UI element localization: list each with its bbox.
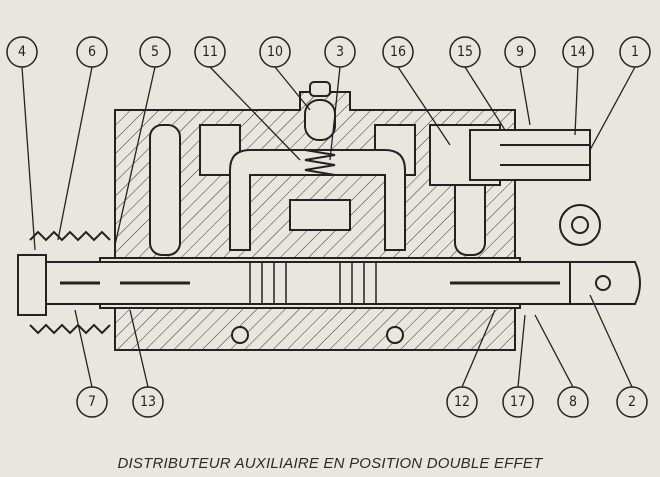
callout-label: 8 (569, 394, 577, 410)
callout-label: 2 (628, 394, 636, 410)
callout-circle (616, 386, 648, 418)
callout-label: 6 (88, 44, 96, 60)
callout-label: 16 (390, 44, 406, 60)
callout-label: 4 (18, 44, 26, 60)
callouts-bottom (76, 386, 648, 418)
callout-circle (6, 36, 38, 68)
callouts-top (6, 36, 651, 68)
callout-labels: 4 6 5 11 10 3 16 15 9 14 1 7 13 12 17 8 … (18, 44, 639, 410)
callout-circle (139, 36, 171, 68)
callout-label: 7 (88, 394, 96, 410)
callout-circle (194, 36, 226, 68)
callout-circle (259, 36, 291, 68)
callout-label: 13 (140, 394, 156, 410)
callout-label: 9 (516, 44, 524, 60)
figure-caption: DISTRIBUTEUR AUXILIAIRE EN POSITION DOUB… (117, 455, 543, 472)
callout-circle (557, 386, 589, 418)
callout-circle (76, 386, 108, 418)
callout-label: 14 (570, 44, 586, 60)
callout-circle (449, 36, 481, 68)
callout-circle (504, 36, 536, 68)
callout-label: 15 (457, 44, 473, 60)
valve-body (17, 81, 641, 351)
callout-circle (382, 36, 414, 68)
callout-label: 12 (454, 394, 470, 410)
callout-label: 10 (267, 44, 283, 60)
callout-circle (619, 36, 651, 68)
callout-circle (562, 36, 594, 68)
callout-label: 3 (336, 44, 344, 60)
callout-label: 1 (631, 44, 639, 60)
callout-circle (324, 36, 356, 68)
callout-label: 17 (510, 394, 526, 410)
callout-circle (132, 386, 164, 418)
callout-circle (502, 386, 534, 418)
callout-label: 11 (202, 44, 218, 60)
leader-lines (21, 66, 636, 388)
callout-circle (446, 386, 478, 418)
callout-circle (76, 36, 108, 68)
callout-label: 5 (151, 44, 159, 60)
